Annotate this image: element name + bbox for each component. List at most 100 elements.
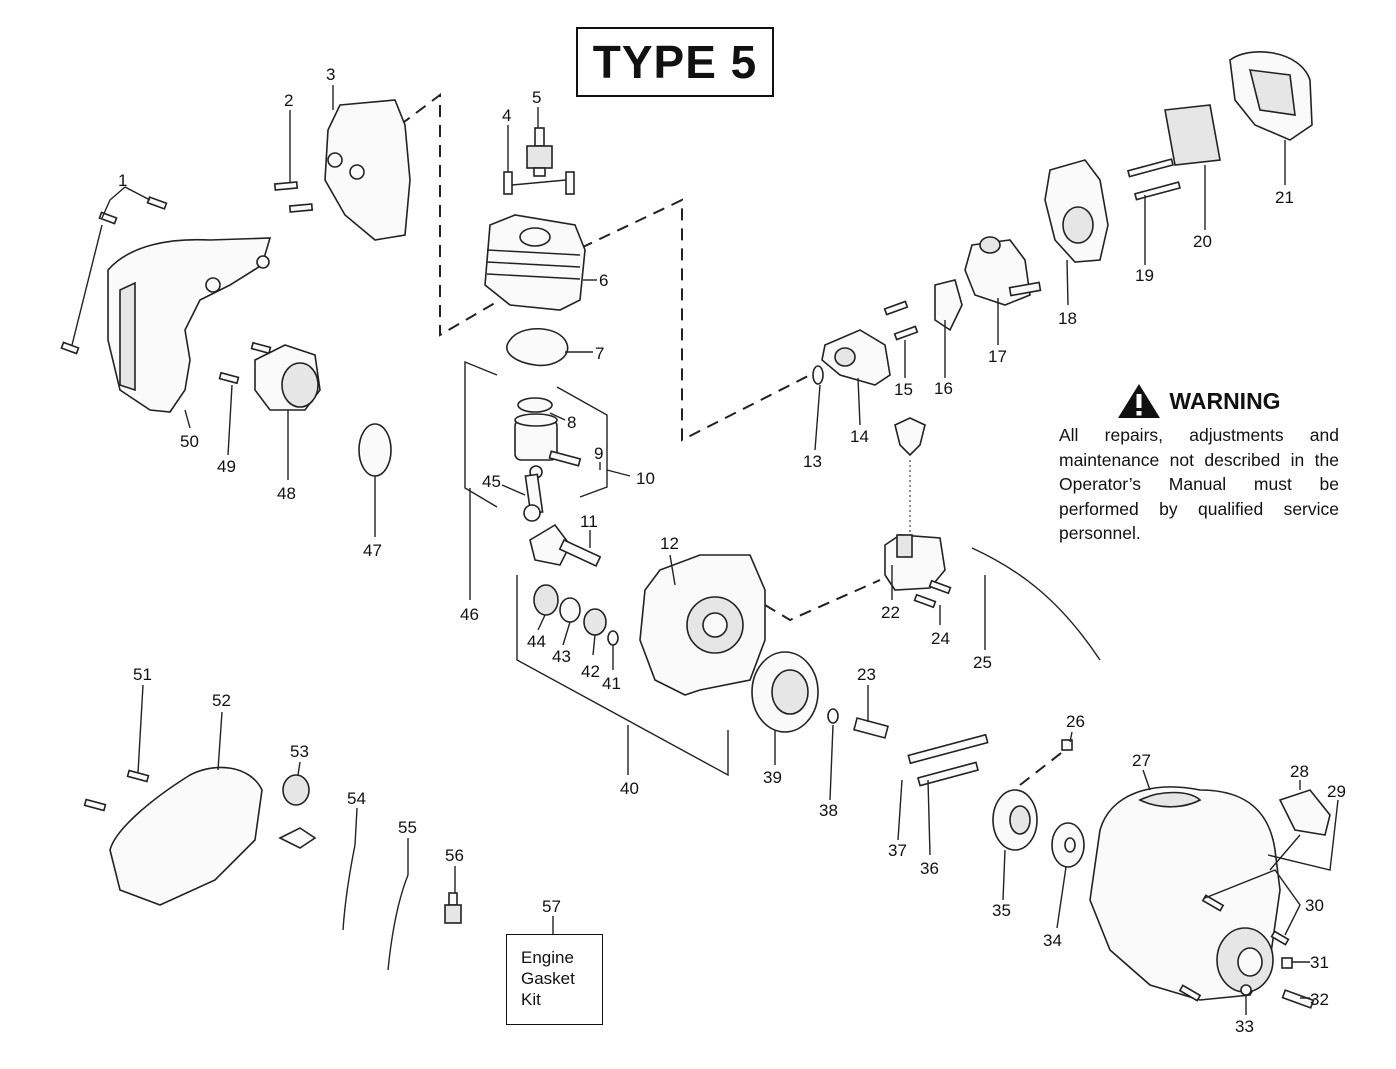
callout-36: 36 (920, 859, 939, 878)
callout-54: 54 (347, 789, 366, 808)
part-ring-41 (607, 630, 619, 646)
callout-42: 42 (581, 662, 600, 681)
part-cylinder-gasket (506, 328, 569, 367)
callout-47: 47 (363, 541, 382, 560)
callout-38: 38 (819, 801, 838, 820)
part-flywheel (751, 651, 819, 733)
callout-5: 5 (532, 88, 541, 107)
callout-32: 32 (1310, 990, 1329, 1009)
part-group-bracket-40 (516, 575, 729, 777)
part-grommet-56 (444, 892, 462, 924)
part-screws-2 (273, 181, 314, 213)
callout-leader-lines (71, 85, 1339, 1015)
part-group-bracket-10 (556, 386, 608, 498)
part-bearing-42 (583, 608, 607, 636)
part-cylinder (484, 214, 586, 311)
part-washer-34 (1051, 822, 1085, 868)
callout-53: 53 (290, 742, 309, 761)
part-seal-43 (559, 597, 581, 623)
callout-18: 18 (1058, 309, 1077, 328)
part-piston (514, 413, 558, 461)
part-fuel-tank-cover (109, 766, 263, 906)
part-oring-13 (812, 365, 824, 385)
callout-1: 1 (118, 171, 127, 190)
callout-34: 34 (1043, 931, 1062, 950)
callout-6: 6 (599, 271, 608, 290)
callout-37: 37 (888, 841, 907, 860)
callout-17: 17 (988, 347, 1007, 366)
part-screws-1 (60, 196, 168, 355)
warning-title: WARNING (1169, 387, 1281, 414)
kit-line-3: Kit (521, 990, 541, 1009)
part-bolt-23 (853, 717, 889, 739)
callout-10: 10 (636, 469, 655, 488)
engine-gasket-kit-box: Engine Gasket Kit (506, 934, 603, 1025)
part-ignition-module (884, 534, 946, 591)
part-air-filter (1164, 104, 1221, 166)
callout-4: 4 (502, 106, 511, 125)
callout-3: 3 (326, 65, 335, 84)
callout-56: 56 (445, 846, 464, 865)
diagram-title: TYPE 5 (592, 36, 758, 88)
callout-26: 26 (1066, 712, 1085, 731)
callout-51: 51 (133, 665, 152, 684)
part-muffler (254, 344, 321, 411)
callout-8: 8 (567, 413, 576, 432)
part-crankcase (639, 554, 766, 696)
callout-12: 12 (660, 534, 679, 553)
part-spark-plug (526, 127, 553, 177)
diagram-title-box: TYPE 5 (576, 27, 774, 97)
part-air-filter-cover (1229, 51, 1313, 141)
part-starter-rope (1269, 834, 1301, 871)
callout-35: 35 (992, 901, 1011, 920)
warning-triangle-icon (1118, 384, 1161, 418)
part-screws-15 (883, 300, 919, 341)
callout-28: 28 (1290, 762, 1309, 781)
callout-25: 25 (973, 653, 992, 672)
part-crankshaft (529, 523, 602, 568)
callout-11: 11 (580, 512, 598, 531)
part-screws-24 (913, 579, 952, 609)
part-spark-boot (894, 417, 926, 457)
part-screws-49 (218, 341, 272, 385)
callout-20: 20 (1193, 232, 1212, 251)
callout-14: 14 (850, 427, 869, 446)
callout-43: 43 (552, 647, 571, 666)
callout-44: 44 (527, 632, 546, 651)
callout-21: 21 (1275, 188, 1294, 207)
part-air-filter-base (1044, 159, 1109, 263)
callout-40: 40 (620, 779, 639, 798)
callout-55: 55 (398, 818, 417, 837)
warning-header: WARNING (1059, 383, 1339, 419)
part-carburetor (964, 236, 1042, 306)
callout-33: 33 (1235, 1017, 1254, 1036)
part-intake-manifold (821, 329, 891, 386)
callout-7: 7 (595, 344, 604, 363)
part-connecting-rod (523, 465, 544, 522)
part-nut-26 (1061, 739, 1073, 751)
callout-46: 46 (460, 605, 479, 624)
callout-39: 39 (763, 768, 782, 787)
callout-50: 50 (180, 432, 199, 451)
part-engine-cover (107, 237, 272, 413)
part-starter-handle (1278, 789, 1331, 836)
callout-27: 27 (1132, 751, 1151, 770)
part-fuel-line-54 (342, 844, 356, 931)
callout-numbers: 1 2 3 4 5 6 7 8 9 10 11 12 13 14 15 16 1… (118, 65, 1346, 1036)
part-screws-19 (1126, 158, 1181, 201)
part-starter-pawl-assembly (1178, 894, 1315, 1009)
part-fuel-line-55 (387, 874, 409, 971)
kit-line-1: Engine (521, 948, 574, 967)
callout-29: 29 (1327, 782, 1346, 801)
kit-line-2: Gasket (521, 969, 575, 988)
part-piston-pin (548, 450, 582, 467)
part-screws-4 (503, 171, 575, 195)
callout-19: 19 (1135, 266, 1154, 285)
callout-13: 13 (803, 452, 822, 471)
callout-9: 9 (594, 444, 603, 463)
part-piston-ring (517, 397, 553, 413)
callout-48: 48 (277, 484, 296, 503)
part-oring-47 (358, 423, 392, 477)
callout-52: 52 (212, 691, 231, 710)
part-screws-51 (83, 769, 150, 812)
